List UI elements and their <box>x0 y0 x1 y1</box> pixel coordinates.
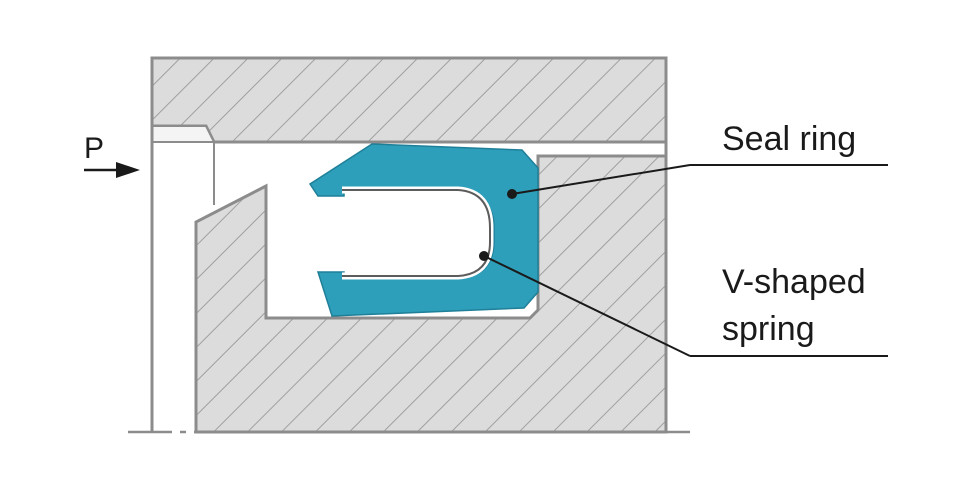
pressure-arrow-head <box>116 162 140 178</box>
pressure-indicator: P <box>84 132 140 178</box>
upper-chamfer <box>151 125 216 143</box>
seal-ring-leader <box>511 164 691 195</box>
spring-label-line1: V-shaped <box>722 263 866 301</box>
pressure-label: P <box>84 132 104 165</box>
lower-housing <box>194 154 668 434</box>
spring-leader <box>483 255 691 357</box>
seal-ring <box>308 143 539 317</box>
v-shaped-spring-outline <box>342 189 491 277</box>
spring-label-line2: spring <box>722 310 815 348</box>
upper-housing <box>150 56 668 144</box>
spring-callout: V-shaped spring <box>479 251 888 357</box>
seal-ring-dot <box>507 189 517 199</box>
v-shaped-spring <box>342 186 494 280</box>
seal-ring-callout: Seal ring <box>507 120 888 199</box>
seal-ring-label: Seal ring <box>722 120 856 158</box>
